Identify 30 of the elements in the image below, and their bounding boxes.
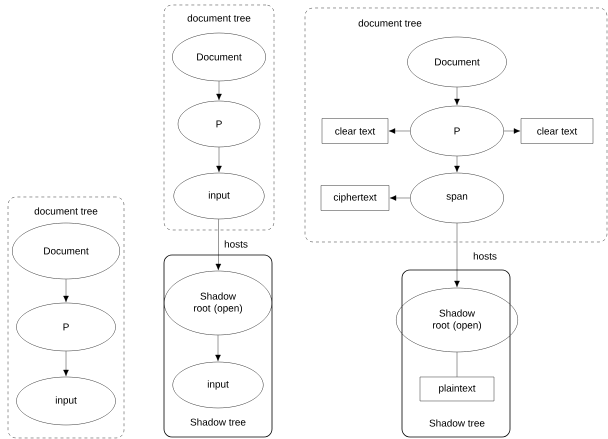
text-box: plaintext [420, 376, 494, 402]
text-box: clear text [520, 118, 594, 144]
ellipse-node: P [410, 106, 504, 156]
arrow [63, 279, 69, 302]
ellipse-node: input [172, 362, 264, 408]
arrow [216, 147, 222, 172]
text-box: clear text [322, 118, 388, 144]
arrow [454, 156, 460, 172]
ellipse-node: input [174, 172, 264, 220]
text-box: ciphertext [320, 185, 390, 211]
ellipse-node: P [16, 302, 116, 352]
edge-label: hosts [472, 251, 498, 261]
ellipse-node: Shadow root (open) [396, 288, 518, 352]
arrow [390, 195, 410, 201]
arrow [454, 223, 460, 288]
ellipse-node: Document [407, 36, 507, 88]
arrow [216, 219, 222, 270]
arrow [215, 335, 221, 362]
ellipse-node: P [178, 100, 260, 148]
ellipse-node: span [410, 172, 504, 224]
ellipse-node: input [16, 376, 116, 426]
arrow [63, 351, 69, 376]
arrow [388, 128, 410, 134]
arrow [454, 87, 460, 106]
ellipse-node: Shadow root (open) [164, 270, 272, 336]
ellipse-node: Document [172, 32, 266, 82]
arrow [504, 128, 520, 134]
arrow [216, 81, 222, 100]
edge-label: hosts [223, 239, 249, 249]
ellipse-node: Document [12, 222, 120, 280]
